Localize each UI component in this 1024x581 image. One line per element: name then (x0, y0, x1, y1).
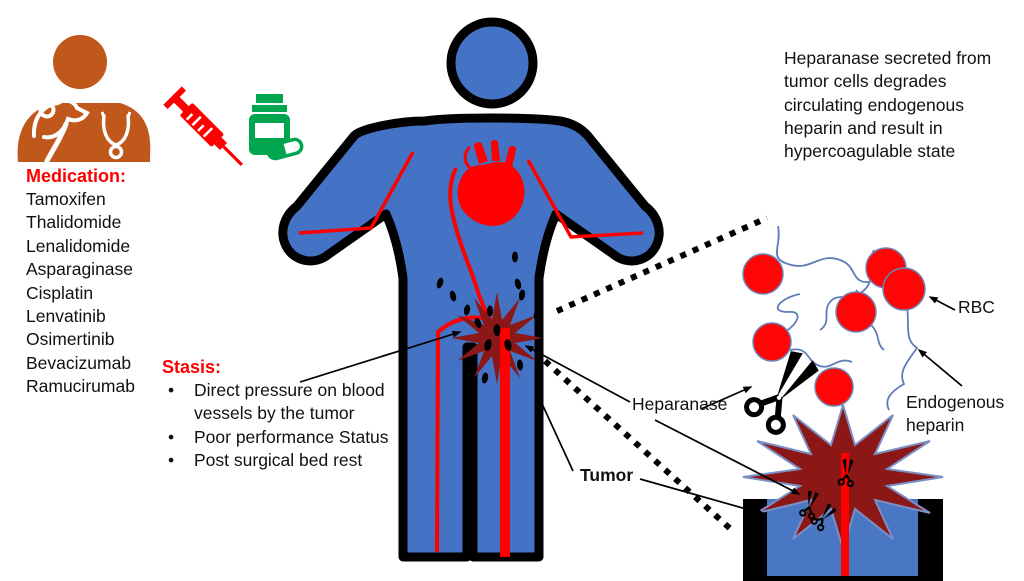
medication-item: Thalidomide (26, 212, 122, 233)
vessel-cross-section (742, 401, 944, 581)
stasis-to-tumor-arrow (299, 330, 462, 383)
stasis-title: Stasis: (162, 357, 222, 377)
heparanase-to-body-tumor-arrow (524, 345, 631, 403)
medication-title: Medication: (26, 166, 127, 186)
mini-scissors-icon-3 (837, 458, 855, 488)
medication-item: Lenalidomide (26, 235, 131, 256)
bullet-glyph: • (168, 426, 175, 447)
stasis-bullet-item: • Direct pressure on blood vessels by th… (162, 379, 402, 426)
tumor-label-to-body-line (537, 394, 574, 472)
medication-item: Ramucirumab (26, 376, 135, 397)
stasis-bullet-item: • Post surgical bed rest (162, 449, 402, 472)
heparanase-note: Heparanase secreted from tumor cells deg… (784, 48, 992, 162)
rbc-label: RBC (958, 297, 995, 317)
medication-item: Lenvatinib (26, 306, 106, 327)
tumor-label-to-vessel-arrow (639, 478, 766, 516)
medication-item: Bevacizumab (26, 352, 132, 373)
medication-block: Medication: Tamoxifen Thalidomide Lenali… (26, 164, 135, 399)
heart-icon (457, 140, 525, 226)
bullet-glyph: • (168, 450, 175, 471)
doctor-icon (17, 35, 151, 164)
medication-item: Cisplatin (26, 282, 94, 303)
annotation-arrows (299, 296, 963, 516)
magnify-dashed-line-bottom (542, 358, 738, 536)
emboli-dots (436, 251, 541, 384)
heparanase-to-scissors-arrow (700, 386, 753, 410)
rbc-arrow (928, 296, 956, 311)
mini-scissors-icon-1 (799, 490, 819, 520)
person-head (446, 17, 538, 109)
stasis-block: Stasis: • Direct pressure on blood vesse… (162, 355, 402, 473)
rbc-cells (742, 247, 926, 407)
heparanase-label: Heparanase (632, 394, 728, 414)
person-figure (278, 17, 664, 562)
medication-item: Tamoxifen (26, 189, 106, 209)
circulation-closeup (742, 225, 926, 435)
tumor-label: Tumor (580, 465, 634, 485)
scissors-icon (744, 351, 819, 435)
medication-item: Osimertinib (26, 329, 115, 350)
endogenous-heparin-label: Endogenous heparin (906, 392, 1005, 435)
syringe-icon (163, 86, 243, 166)
tumor-burst-body (451, 292, 543, 384)
medication-item: Asparaginase (26, 259, 134, 280)
heparanase-to-vessel-tumor-arrow (654, 419, 801, 495)
right-arm-vessel (526, 159, 644, 239)
left-arm-vessel (298, 151, 415, 235)
magnify-dashed-line-top (555, 215, 769, 314)
pill-bottle-icon (249, 94, 304, 161)
bullet-glyph: • (168, 380, 175, 400)
endogenous-heparin-arrow (917, 349, 963, 387)
mini-scissors-icon-2 (810, 503, 837, 532)
stasis-bullet-item: • Poor performance Status (162, 426, 402, 449)
